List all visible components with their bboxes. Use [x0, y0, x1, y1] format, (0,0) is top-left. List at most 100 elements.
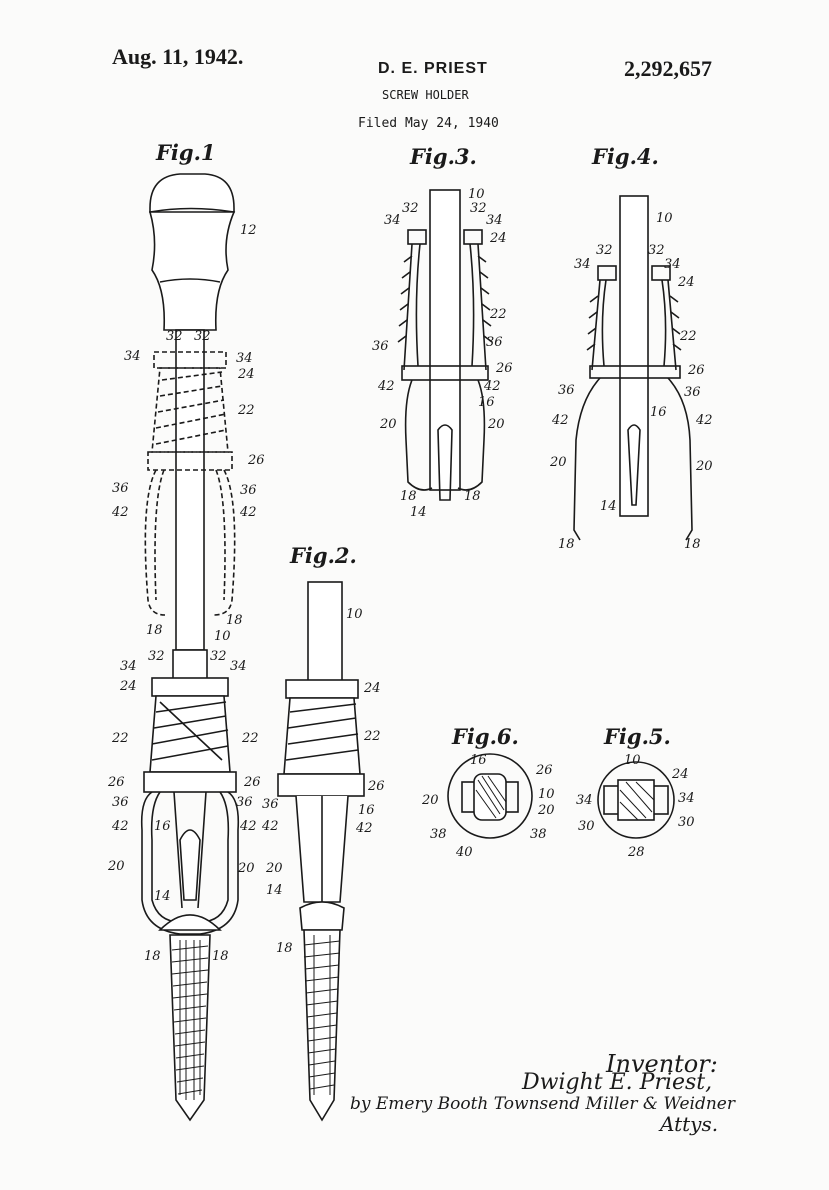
ref-18: 18	[464, 489, 481, 504]
ref-34: 34	[486, 213, 503, 228]
ref-16: 16	[650, 405, 667, 420]
ref-12: 12	[240, 223, 257, 238]
ref-10: 10	[538, 787, 555, 802]
ref-32: 32	[648, 243, 665, 258]
ref-36: 36	[684, 385, 701, 400]
ref-10: 10	[214, 629, 231, 644]
ref-24: 24	[677, 275, 695, 290]
ref-26: 26	[495, 361, 513, 376]
ref-26: 26	[535, 763, 553, 778]
ref-42: 42	[111, 819, 129, 834]
ref-42: 42	[239, 505, 257, 520]
ref-34: 34	[384, 213, 401, 228]
ref-18: 18	[558, 537, 575, 552]
ref-18: 18	[684, 537, 701, 552]
ref-34: 34	[576, 793, 593, 808]
ref-42: 42	[111, 505, 129, 520]
ref-42: 42	[261, 819, 279, 834]
ref-20: 20	[537, 803, 555, 818]
ref-42: 42	[355, 821, 373, 836]
ref-16: 16	[154, 819, 171, 834]
ref-22: 22	[679, 329, 697, 344]
ref-10: 10	[656, 211, 673, 226]
ref-18: 18	[144, 949, 161, 964]
ref-26: 26	[107, 775, 125, 790]
ref-30: 30	[678, 815, 695, 830]
ref-32: 32	[166, 329, 183, 344]
ref-36: 36	[240, 483, 257, 498]
ref-20: 20	[237, 861, 255, 876]
ref-34: 34	[120, 659, 137, 674]
ref-42: 42	[377, 379, 395, 394]
ref-24: 24	[489, 231, 507, 246]
ref-28: 28	[627, 845, 645, 860]
ref-34: 34	[678, 791, 695, 806]
ref-36: 36	[236, 795, 253, 810]
ref-36: 36	[112, 795, 129, 810]
ref-16: 16	[478, 395, 495, 410]
ref-22: 22	[111, 731, 129, 746]
ref-34: 34	[574, 257, 591, 272]
ref-30: 30	[578, 819, 595, 834]
ref-24: 24	[237, 367, 255, 382]
ref-16: 16	[358, 803, 375, 818]
ref-42: 42	[551, 413, 569, 428]
ref-36: 36	[558, 383, 575, 398]
ref-10: 10	[346, 607, 363, 622]
ref-42: 42	[483, 379, 501, 394]
ref-20: 20	[107, 859, 125, 874]
ref-20: 20	[379, 417, 397, 432]
ref-14: 14	[154, 889, 171, 904]
ref-32: 32	[470, 201, 487, 216]
ref-16: 16	[470, 753, 487, 768]
ref-42: 42	[695, 413, 713, 428]
ref-14: 14	[410, 505, 427, 520]
ref-32: 32	[402, 201, 419, 216]
ref-32: 32	[596, 243, 613, 258]
ref-22: 22	[241, 731, 259, 746]
ref-38: 38	[530, 827, 547, 842]
ref-22: 22	[363, 729, 381, 744]
ref-18: 18	[276, 941, 293, 956]
ref-10: 10	[468, 187, 485, 202]
ref-26: 26	[367, 779, 385, 794]
ref-18: 18	[146, 623, 163, 638]
ref-22: 22	[237, 403, 255, 418]
ref-34: 34	[124, 349, 141, 364]
ref-20: 20	[549, 455, 567, 470]
ref-34: 34	[236, 351, 253, 366]
ref-36: 36	[262, 797, 279, 812]
ref-40: 40	[455, 845, 473, 860]
attys-label: Attys.	[660, 1112, 718, 1136]
ref-36: 36	[112, 481, 129, 496]
ref-24: 24	[363, 681, 381, 696]
ref-10: 10	[624, 753, 641, 768]
ref-20: 20	[265, 861, 283, 876]
attorneys-signature: by Emery Booth Townsend Miller & Weidner	[350, 1094, 735, 1114]
ref-26: 26	[247, 453, 265, 468]
ref-32: 32	[194, 329, 211, 344]
ref-36: 36	[486, 335, 503, 350]
ref-18: 18	[212, 949, 229, 964]
ref-32: 32	[210, 649, 227, 664]
ref-22: 22	[489, 307, 507, 322]
ref-14: 14	[600, 499, 617, 514]
ref-20: 20	[421, 793, 439, 808]
ref-20: 20	[487, 417, 505, 432]
ref-14: 14	[266, 883, 283, 898]
ref-24: 24	[119, 679, 137, 694]
ref-26: 26	[687, 363, 705, 378]
ref-32: 32	[148, 649, 165, 664]
ref-34: 34	[230, 659, 247, 674]
ref-42: 42	[239, 819, 257, 834]
ref-34: 34	[664, 257, 681, 272]
ref-18: 18	[226, 613, 243, 628]
ref-36: 36	[372, 339, 389, 354]
ref-26: 26	[243, 775, 261, 790]
ref-38: 38	[430, 827, 447, 842]
inventor-fullname: Dwight E. Priest,	[522, 1070, 712, 1095]
ref-18: 18	[400, 489, 417, 504]
ref-24: 24	[671, 767, 689, 782]
